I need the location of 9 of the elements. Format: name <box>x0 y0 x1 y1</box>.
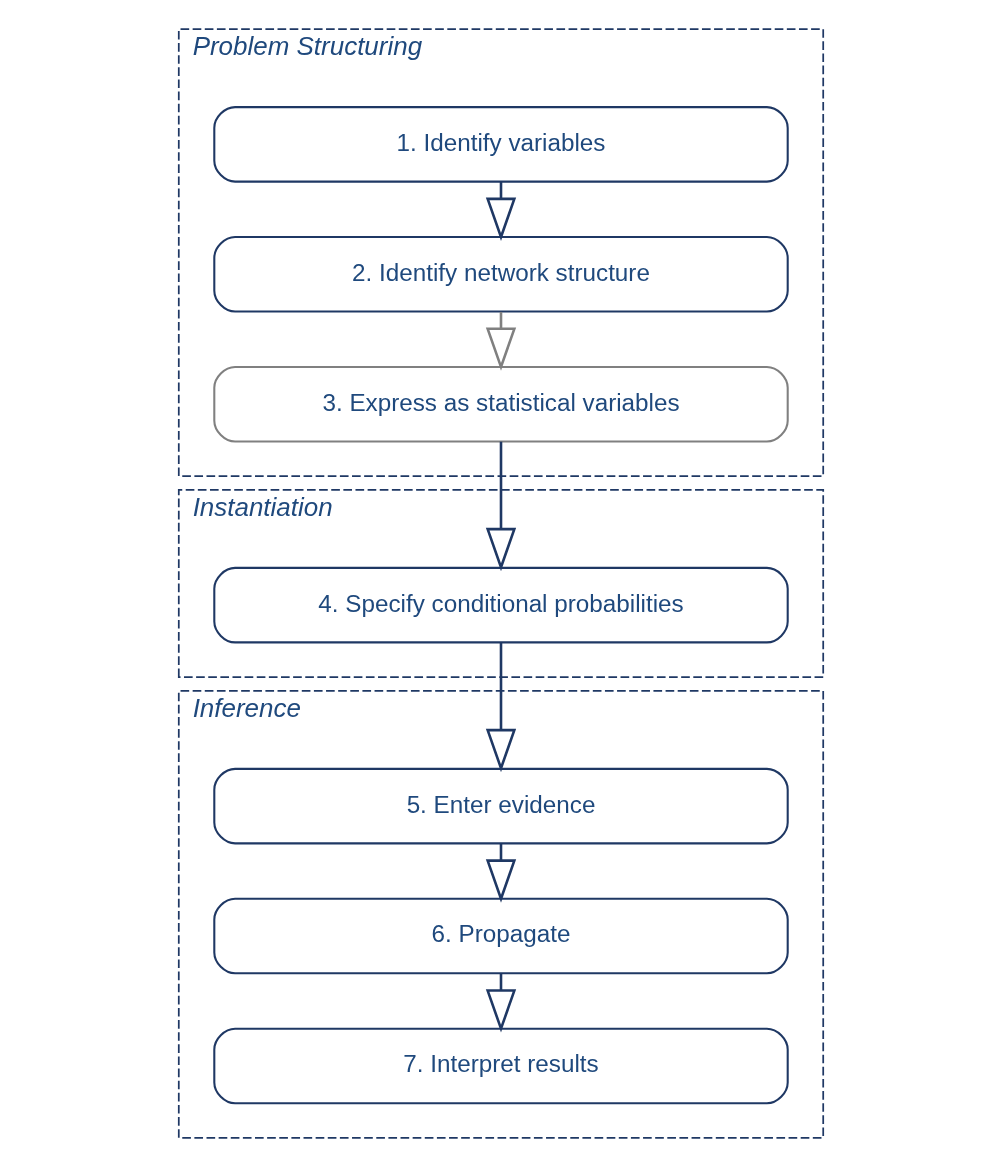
node-box: 3. Express as statistical variables <box>212 365 789 443</box>
arrow <box>485 441 516 572</box>
node-box: 1. Identify variables <box>212 106 789 183</box>
node-box: 7. Interpret results <box>212 1027 789 1105</box>
node-box: 5. Enter evidence <box>212 767 789 845</box>
arrow <box>485 642 516 773</box>
node-box: 2. Identify network structure <box>212 236 789 313</box>
node-box: 4. Specify conditional probabilities <box>212 566 789 644</box>
node-box: 6. Propagate <box>212 897 789 975</box>
